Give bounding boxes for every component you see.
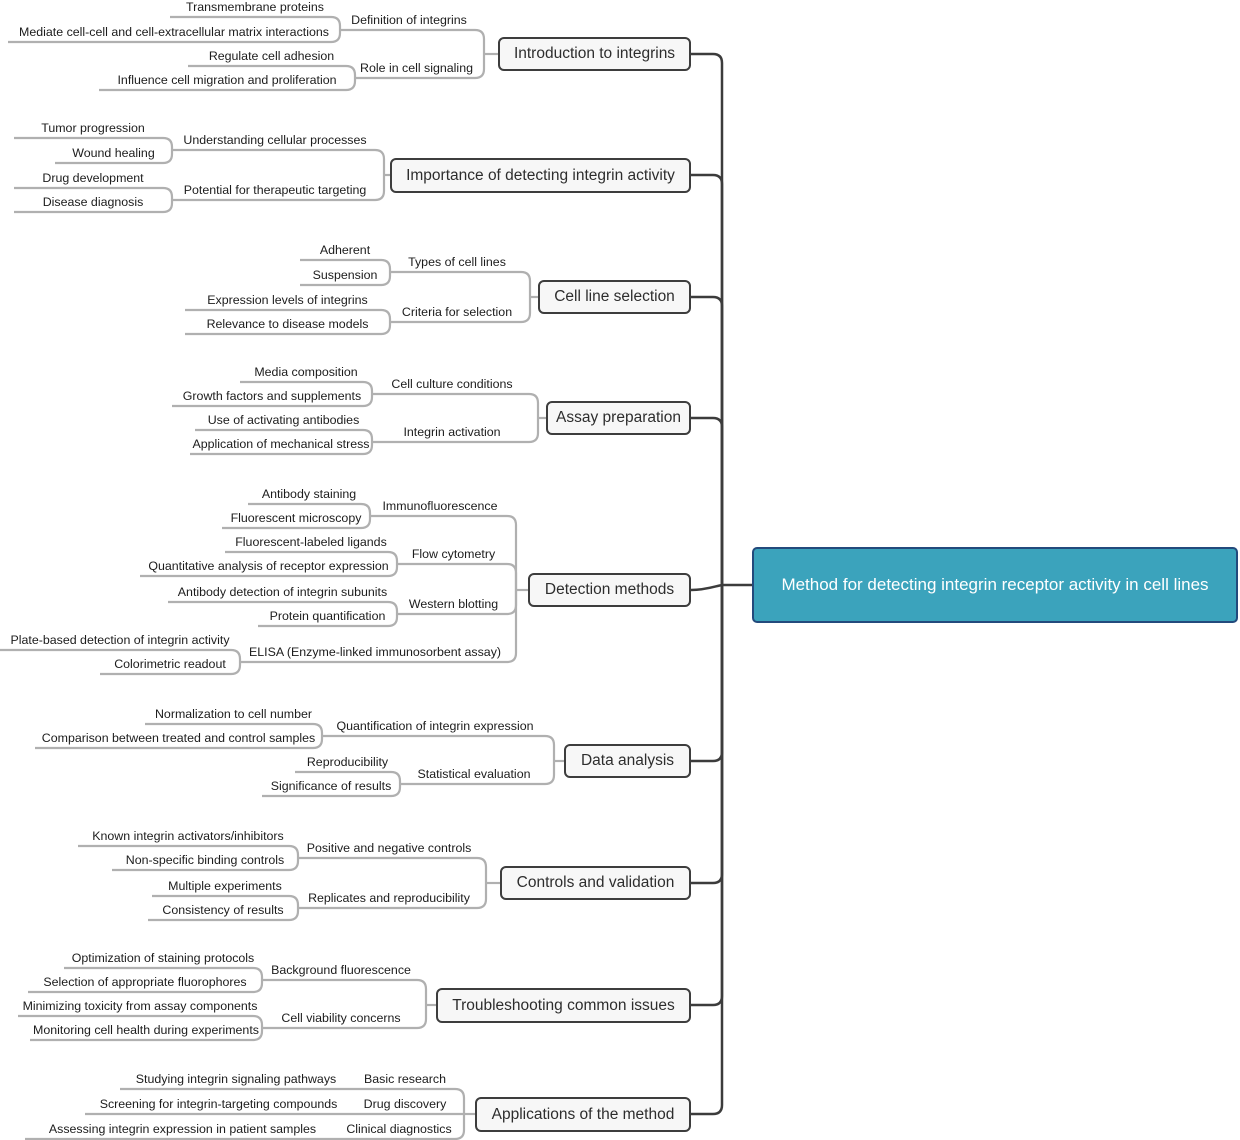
leaf-monitoring-cell-health[interactable]: Monitoring cell health during experiment… [33,1023,259,1037]
topic-node-detection[interactable]: Detection methods [528,573,691,607]
leaf-consistency-of-results[interactable]: Consistency of results [162,903,284,917]
leaf-reproducibility[interactable]: Reproducibility [306,755,389,769]
subtopic-definition-of-integrins[interactable]: Definition of integrins [351,13,467,27]
subtopic-positive-negative-controls[interactable]: Positive and negative controls [306,841,472,855]
subtopic-role-in-cell-signaling[interactable]: Role in cell signaling [360,61,473,75]
branch-applications-connectors [25,1087,475,1140]
leaf-relevance-disease-models[interactable]: Relevance to disease models [206,317,369,331]
leaf-influence-migration[interactable]: Influence cell migration and proliferati… [117,73,337,87]
leaf-activating-antibodies[interactable]: Use of activating antibodies [207,413,360,427]
leaf-antibody-staining[interactable]: Antibody staining [261,487,357,501]
topic-node-cell-line[interactable]: Cell line selection [538,280,691,314]
leaf-screening-compounds[interactable]: Screening for integrin-targeting compoun… [99,1097,338,1111]
leaf-media-composition[interactable]: Media composition [254,365,358,379]
subtopic-therapeutic-targeting[interactable]: Potential for therapeutic targeting [183,183,367,197]
branch-cell-line-connectors [185,258,538,336]
topic-node-introduction[interactable]: Introduction to integrins [498,37,691,71]
leaf-wound-healing[interactable]: Wound healing [72,146,155,160]
leaf-protein-quantification[interactable]: Protein quantification [269,609,386,623]
subtopic-clinical-diagnostics[interactable]: Clinical diagnostics [346,1122,452,1136]
subtopic-types-of-cell-lines[interactable]: Types of cell lines [408,255,506,269]
leaf-adherent[interactable]: Adherent [319,243,371,257]
subtopic-integrin-activation[interactable]: Integrin activation [403,425,501,439]
topic-node-importance[interactable]: Importance of detecting integrin activit… [390,158,691,193]
branch-detection-connectors [0,502,528,676]
leaf-regulate-cell-adhesion[interactable]: Regulate cell adhesion [208,49,335,63]
leaf-plate-based-detection[interactable]: Plate-based detection of integrin activi… [10,633,230,647]
topic-node-assay-prep[interactable]: Assay preparation [546,401,691,435]
topic-node-troubleshooting[interactable]: Troubleshooting common issues [436,988,691,1023]
leaf-tumor-progression[interactable]: Tumor progression [41,121,145,135]
leaf-mechanical-stress[interactable]: Application of mechanical stress [192,437,370,451]
leaf-expression-levels[interactable]: Expression levels of integrins [207,293,368,307]
root-node[interactable]: Method for detecting integrin receptor a… [752,547,1238,623]
subtopic-cell-viability-concerns[interactable]: Cell viability concerns [281,1011,401,1025]
leaf-known-activators-inhibitors[interactable]: Known integrin activators/inhibitors [92,829,284,843]
leaf-mediate-interactions[interactable]: Mediate cell-cell and cell-extracellular… [19,25,329,39]
leaf-studying-signaling[interactable]: Studying integrin signaling pathways [135,1072,337,1086]
branch-introduction-connectors [8,15,498,92]
leaf-drug-development[interactable]: Drug development [42,171,144,185]
leaf-quantitative-analysis[interactable]: Quantitative analysis of receptor expres… [148,559,389,573]
leaf-optimization-staining[interactable]: Optimization of staining protocols [71,951,255,965]
leaf-colorimetric-readout[interactable]: Colorimetric readout [114,657,226,671]
subtopic-replicates-reproducibility[interactable]: Replicates and reproducibility [308,891,470,905]
branch-troubleshooting-connectors [18,966,436,1042]
leaf-comparison-treated-control[interactable]: Comparison between treated and control s… [41,731,316,745]
subtopic-background-fluorescence[interactable]: Background fluorescence [271,963,411,977]
leaf-growth-factors[interactable]: Growth factors and supplements [182,389,362,403]
leaf-disease-diagnosis[interactable]: Disease diagnosis [42,195,144,209]
subtopic-drug-discovery[interactable]: Drug discovery [363,1097,447,1111]
leaf-normalization-cell-number[interactable]: Normalization to cell number [154,707,312,721]
leaf-selection-fluorophores[interactable]: Selection of appropriate fluorophores [43,975,247,989]
spine-connectors [690,52,752,1116]
leaf-assessing-patient-samples[interactable]: Assessing integrin expression in patient… [48,1122,317,1136]
leaf-minimizing-toxicity[interactable]: Minimizing toxicity from assay component… [22,999,258,1013]
branch-importance-connectors [14,136,390,214]
leaf-significance-of-results[interactable]: Significance of results [270,779,392,793]
branch-assay-prep-connectors [172,380,546,456]
subtopic-basic-research[interactable]: Basic research [364,1072,446,1086]
subtopic-statistical-evaluation[interactable]: Statistical evaluation [417,767,531,781]
subtopic-criteria-for-selection[interactable]: Criteria for selection [401,305,513,319]
topic-node-controls[interactable]: Controls and validation [500,866,691,900]
leaf-fluorescent-microscopy[interactable]: Fluorescent microscopy [230,511,362,525]
subtopic-cell-culture-conditions[interactable]: Cell culture conditions [391,377,513,391]
subtopic-understanding-processes[interactable]: Understanding cellular processes [183,133,367,147]
subtopic-immunofluorescence[interactable]: Immunofluorescence [382,499,498,513]
leaf-antibody-detection-subunits[interactable]: Antibody detection of integrin subunits [177,585,388,599]
subtopic-elisa[interactable]: ELISA (Enzyme-linked immunosorbent assay… [248,645,502,659]
subtopic-flow-cytometry[interactable]: Flow cytometry [411,547,496,561]
topic-node-applications[interactable]: Applications of the method [475,1097,691,1132]
subtopic-western-blotting[interactable]: Western blotting [408,597,499,611]
leaf-nonspecific-binding-controls[interactable]: Non-specific binding controls [125,853,285,867]
leaf-fluorescent-ligands[interactable]: Fluorescent-labeled ligands [235,535,387,549]
leaf-suspension[interactable]: Suspension [312,268,378,282]
subtopic-quantification-expression[interactable]: Quantification of integrin expression [336,719,534,733]
leaf-transmembrane-proteins[interactable]: Transmembrane proteins [186,0,324,14]
branch-data-analysis-connectors [35,722,564,798]
leaf-multiple-experiments[interactable]: Multiple experiments [168,879,282,893]
topic-node-data-analysis[interactable]: Data analysis [564,744,691,778]
branch-controls-connectors [78,844,500,922]
